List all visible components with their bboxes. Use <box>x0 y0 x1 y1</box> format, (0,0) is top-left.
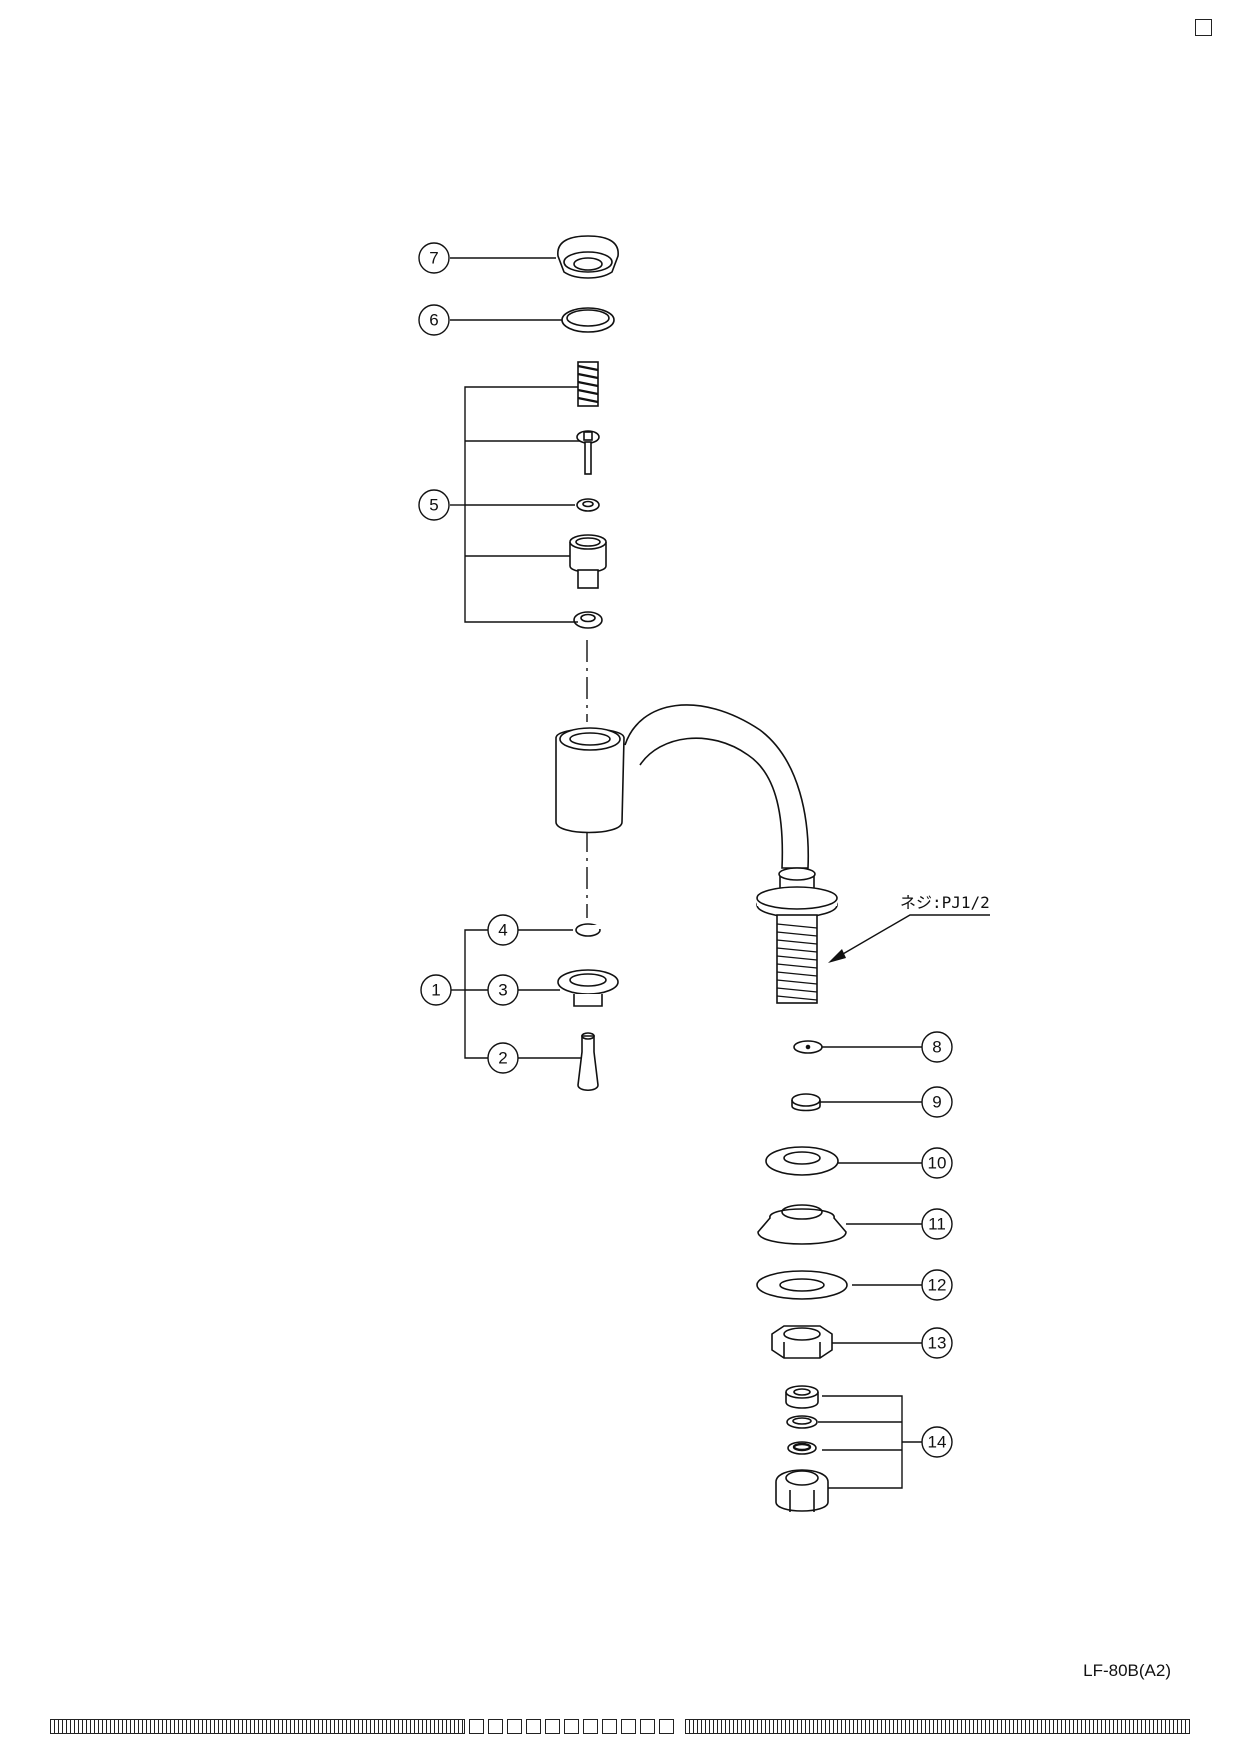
corner-checkbox <box>1195 19 1212 36</box>
part-handle-cap <box>557 235 619 279</box>
callout-6 <box>418 304 450 336</box>
part-cone-11 <box>757 1204 847 1245</box>
part-pin <box>576 430 600 475</box>
part-washer-5 <box>573 611 603 629</box>
callout-label-11: 11 <box>928 1215 946 1234</box>
callout-10 <box>921 1147 953 1179</box>
part-disc-8 <box>793 1040 823 1054</box>
part-washer-10 <box>765 1146 839 1176</box>
part-o-ring <box>561 307 615 333</box>
part-spring <box>577 361 599 407</box>
part-cartridge <box>569 534 607 589</box>
callout-14 <box>921 1426 953 1458</box>
callout-8 <box>921 1031 953 1063</box>
footer-box-row <box>469 1718 679 1734</box>
callout-circles <box>418 242 953 1458</box>
part-small-washer <box>576 498 600 512</box>
callout-label-1: 1 <box>431 981 440 1000</box>
callout-label-9: 9 <box>932 1093 941 1112</box>
callout-7 <box>418 242 450 274</box>
part-hex-nut-13 <box>771 1325 833 1359</box>
thread-spec-label: ネジ:PJ1/2 <box>900 893 990 912</box>
callout-label-10: 10 <box>928 1154 947 1173</box>
callout-label-2: 2 <box>498 1049 507 1068</box>
part-washer-12 <box>756 1270 848 1300</box>
model-code: LF-80B(A2) <box>1083 1661 1171 1680</box>
callout-13 <box>921 1327 953 1359</box>
callout-3 <box>487 974 519 1006</box>
part-spout-nut <box>557 969 619 1007</box>
callout-1 <box>420 974 452 1006</box>
footer-segment <box>685 1718 1190 1734</box>
footer-segment <box>50 1718 465 1734</box>
callout-label-4: 4 <box>498 921 507 940</box>
callout-11 <box>921 1208 953 1240</box>
callout-label-7: 7 <box>429 249 438 268</box>
callout-label-8: 8 <box>932 1038 941 1057</box>
callout-label-12: 12 <box>928 1276 947 1295</box>
callout-5 <box>418 489 450 521</box>
callout-12 <box>921 1269 953 1301</box>
part-faucet-body <box>555 704 838 1004</box>
callout-label-5: 5 <box>429 496 438 515</box>
callout-label-3: 3 <box>498 981 507 1000</box>
part-stem <box>577 1032 599 1092</box>
part-fitting-14 <box>775 1385 829 1512</box>
part-e-clip <box>575 923 602 937</box>
callout-9 <box>921 1086 953 1118</box>
callout-2 <box>487 1042 519 1074</box>
footer-placeholder-bar <box>50 1716 1190 1736</box>
part-strainer-9 <box>791 1093 821 1112</box>
callout-4 <box>487 914 519 946</box>
callout-label-6: 6 <box>429 311 438 330</box>
leader-lines <box>450 257 990 1489</box>
callout-label-13: 13 <box>928 1334 947 1353</box>
callout-label-14: 14 <box>928 1433 947 1452</box>
